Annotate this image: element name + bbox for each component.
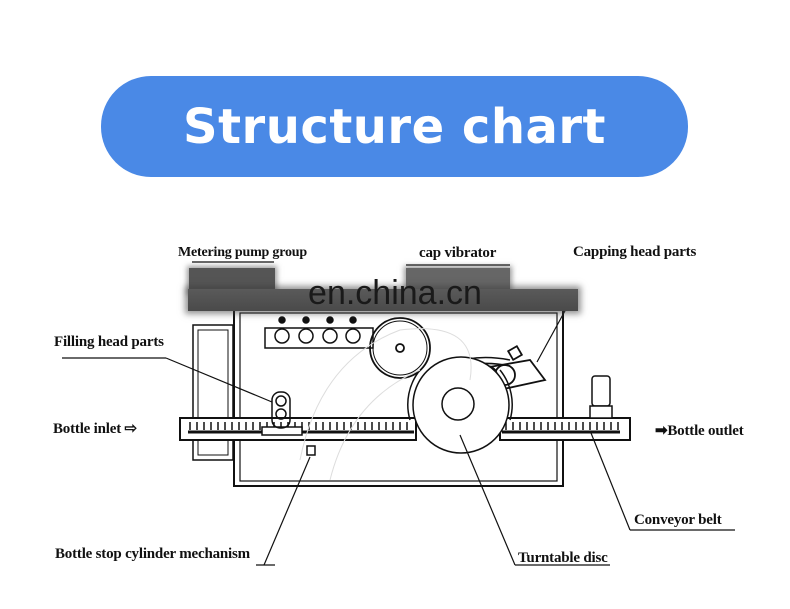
- conveyor-belt: [179, 417, 631, 441]
- turntable-disc: [407, 356, 513, 454]
- page-title: Structure chart: [183, 98, 606, 155]
- metering-pump-group: [264, 316, 374, 349]
- watermark-text: en.china.cn: [308, 274, 482, 312]
- watermark-bar: [188, 289, 578, 311]
- outer-frame: [233, 308, 564, 487]
- label-cap-vibrator: cap vibrator: [419, 245, 497, 261]
- left-side-panel: [192, 324, 234, 461]
- label-bottle-inlet: Bottle inlet ⇨: [53, 421, 137, 437]
- label-bottle-outlet: ➡Bottle outlet: [655, 423, 744, 439]
- title-banner: Structure chart: [101, 76, 688, 177]
- cap-vibrator-bowl: [369, 317, 431, 379]
- watermark-logo: [299, 328, 472, 481]
- left-side-panel-inner: [197, 329, 229, 456]
- leader-lines: [62, 261, 735, 566]
- outlet-cylinder: [589, 375, 613, 419]
- watermark-block: [406, 268, 510, 293]
- label-conveyor-belt: Conveyor belt: [634, 512, 722, 528]
- bottle-stop-slider: [261, 426, 303, 436]
- label-capping-head-parts: Capping head parts: [573, 244, 697, 260]
- label-turntable-disc: Turntable disc: [518, 550, 608, 566]
- filling-head: [271, 391, 291, 429]
- bottle-stop-cylinder: [306, 445, 316, 456]
- watermark-block: [189, 268, 275, 293]
- label-metering-pump-group: Metering pump group: [178, 245, 307, 260]
- label-filling-head-parts: Filling head parts: [54, 334, 164, 350]
- label-bottle-stop-cylinder: Bottle stop cylinder mechanism: [55, 546, 250, 562]
- inner-frame: [239, 312, 558, 482]
